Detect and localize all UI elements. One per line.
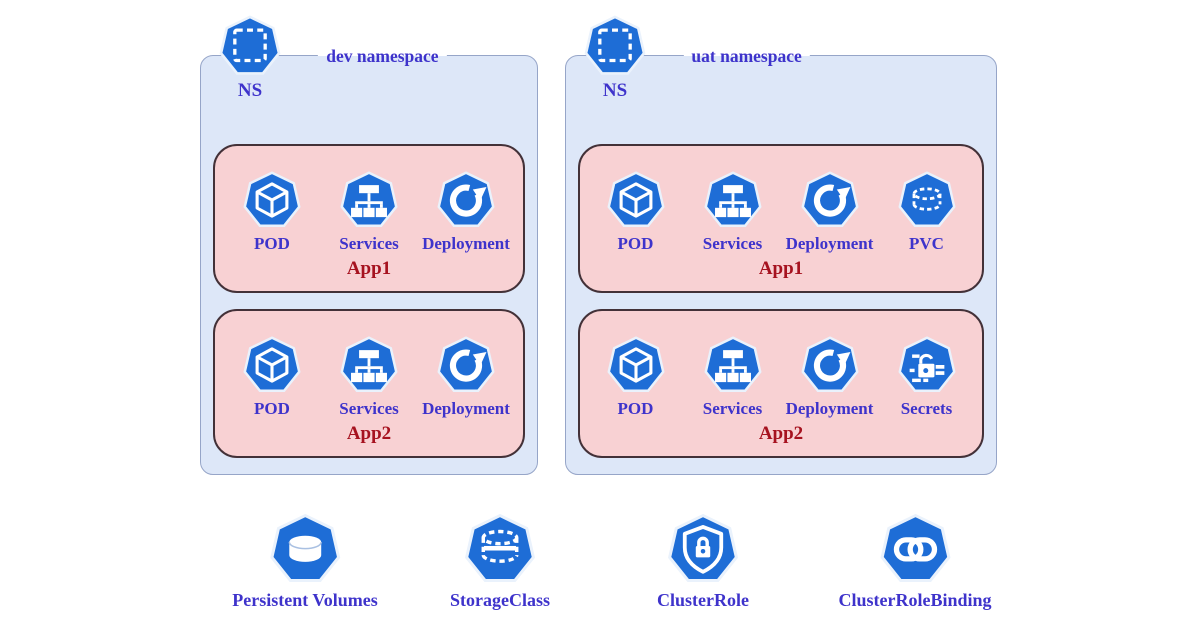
resource-row: POD Services Deployment Secrets [587, 334, 975, 419]
dev-app1-box: POD Services Deployment App1 [213, 144, 525, 293]
resource-pvc: PVC [878, 169, 975, 254]
persistent-volumes-icon [267, 511, 343, 587]
resource-label: Deployment [422, 234, 510, 253]
uat-app2-box: POD Services Deployment Secrets [578, 309, 984, 458]
storageclass-icon [462, 511, 538, 587]
cluster-resource-storageclass: StorageClass [450, 511, 550, 611]
resource-deployment: Deployment [781, 334, 878, 419]
cluster-resource-label: Persistent Volumes [232, 590, 378, 610]
resource-label: Deployment [785, 234, 874, 253]
cluster-resource-label: ClusterRole [657, 590, 749, 610]
app-name: App1 [346, 258, 392, 279]
resource-label: POD [617, 399, 654, 418]
resource-label: POD [617, 234, 654, 253]
resource-label: PVC [909, 234, 944, 253]
uat-apps-container: POD Services Deployment PVC App [578, 144, 984, 458]
cluster-resource-label: ClusterRoleBinding [838, 590, 992, 610]
cluster-resource-clusterrole: ClusterRole [657, 511, 749, 611]
resource-label: POD [254, 399, 290, 418]
pod-icon [241, 169, 303, 231]
resource-pod: POD [587, 334, 684, 419]
app-name: App2 [758, 423, 804, 444]
deployment-icon [799, 334, 861, 396]
services-icon [338, 334, 400, 396]
dev-namespace-title: dev namespace [318, 44, 447, 68]
resource-label: POD [254, 234, 290, 253]
resource-services: Services [321, 169, 418, 254]
namespace-icon [582, 13, 648, 79]
clusterrole-icon [665, 511, 741, 587]
ns-label: NS [237, 80, 263, 101]
uat-app1-box: POD Services Deployment PVC App [578, 144, 984, 293]
resource-row: POD Services Deployment [224, 334, 515, 419]
clusterrolebinding-icon [877, 511, 953, 587]
resource-label: Secrets [900, 399, 953, 418]
services-icon [702, 169, 764, 231]
pod-icon [605, 169, 667, 231]
uat-namespace-title: uat namespace [683, 44, 810, 68]
uat-namespace-badge: NS [580, 13, 650, 102]
cluster-resource-persistent-volumes: Persistent Volumes [232, 511, 378, 611]
resource-pod: POD [224, 334, 321, 419]
app-name: App1 [758, 258, 804, 279]
dev-namespace-box: dev namespace NS POD Services [200, 55, 538, 475]
pvc-icon [896, 169, 958, 231]
resource-pod: POD [224, 169, 321, 254]
resource-secrets: Secrets [878, 334, 975, 419]
services-icon [338, 169, 400, 231]
resource-services: Services [684, 334, 781, 419]
cluster-resource-clusterrolebinding: ClusterRoleBinding [838, 511, 992, 611]
resource-services: Services [684, 169, 781, 254]
resource-label: Services [339, 234, 399, 253]
resource-label: Deployment [422, 399, 510, 418]
resource-label: Services [702, 399, 763, 418]
secrets-icon [896, 334, 958, 396]
resource-deployment: Deployment [781, 169, 878, 254]
ns-label: NS [602, 80, 628, 101]
resource-label: Deployment [785, 399, 874, 418]
app-name: App2 [346, 423, 392, 444]
cluster-resource-label: StorageClass [450, 590, 550, 610]
resource-deployment: Deployment [418, 334, 515, 419]
namespace-icon [217, 13, 283, 79]
resource-services: Services [321, 334, 418, 419]
services-icon [702, 334, 764, 396]
resource-label: Services [702, 234, 763, 253]
resource-pod: POD [587, 169, 684, 254]
resource-label: Services [339, 399, 399, 418]
pod-icon [605, 334, 667, 396]
dev-namespace-badge: NS [215, 13, 285, 102]
resource-row: POD Services Deployment PVC [587, 169, 975, 254]
resource-deployment: Deployment [418, 169, 515, 254]
pod-icon [241, 334, 303, 396]
deployment-icon [435, 169, 497, 231]
deployment-icon [799, 169, 861, 231]
dev-apps-container: POD Services Deployment App1 [213, 144, 525, 458]
dev-app2-box: POD Services Deployment App2 [213, 309, 525, 458]
resource-row: POD Services Deployment [224, 169, 515, 254]
deployment-icon [435, 334, 497, 396]
uat-namespace-box: uat namespace NS POD Services [565, 55, 997, 475]
